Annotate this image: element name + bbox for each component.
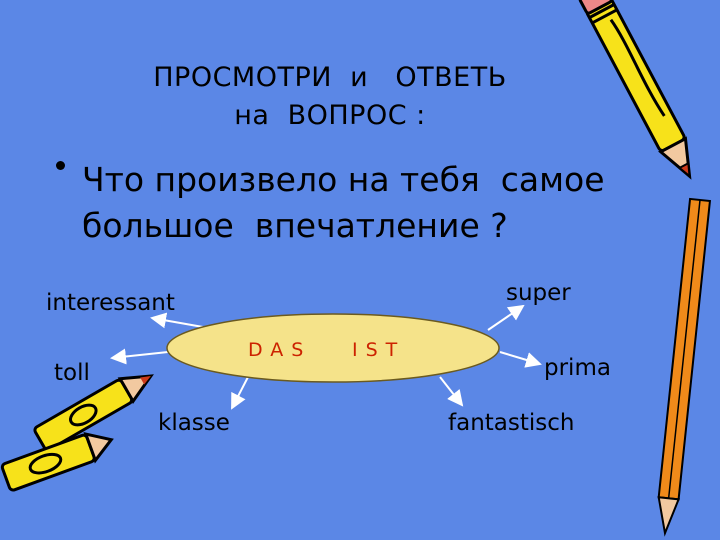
center-ellipse <box>166 313 500 383</box>
bullet-icon <box>56 161 65 170</box>
pencil-icon <box>33 374 154 452</box>
arrow-super <box>487 304 525 331</box>
arrow-fantastisch <box>439 376 464 407</box>
arrow-klasse <box>231 376 249 410</box>
title-line-1: ПРОСМОТРИ и ОТВЕТЬ <box>153 62 507 93</box>
pencil-icon <box>657 197 712 537</box>
question-text: Что произвело на тебя самое большое впеч… <box>82 160 605 245</box>
center-text-das: DAS <box>248 339 311 361</box>
center-text-ist: IST <box>352 339 405 361</box>
word-super: super <box>506 280 571 306</box>
word-fantastisch: fantastisch <box>448 410 575 436</box>
word-klasse: klasse <box>158 410 230 436</box>
arrow-toll <box>110 348 169 365</box>
word-prima: prima <box>544 355 611 381</box>
arrow-prima <box>499 351 542 368</box>
pencil-icon <box>578 0 692 180</box>
word-toll: toll <box>54 360 90 386</box>
word-interessant: interessant <box>46 290 175 316</box>
pencil-icon <box>0 432 114 492</box>
title-line-2: на ВОПРОС : <box>234 100 426 131</box>
